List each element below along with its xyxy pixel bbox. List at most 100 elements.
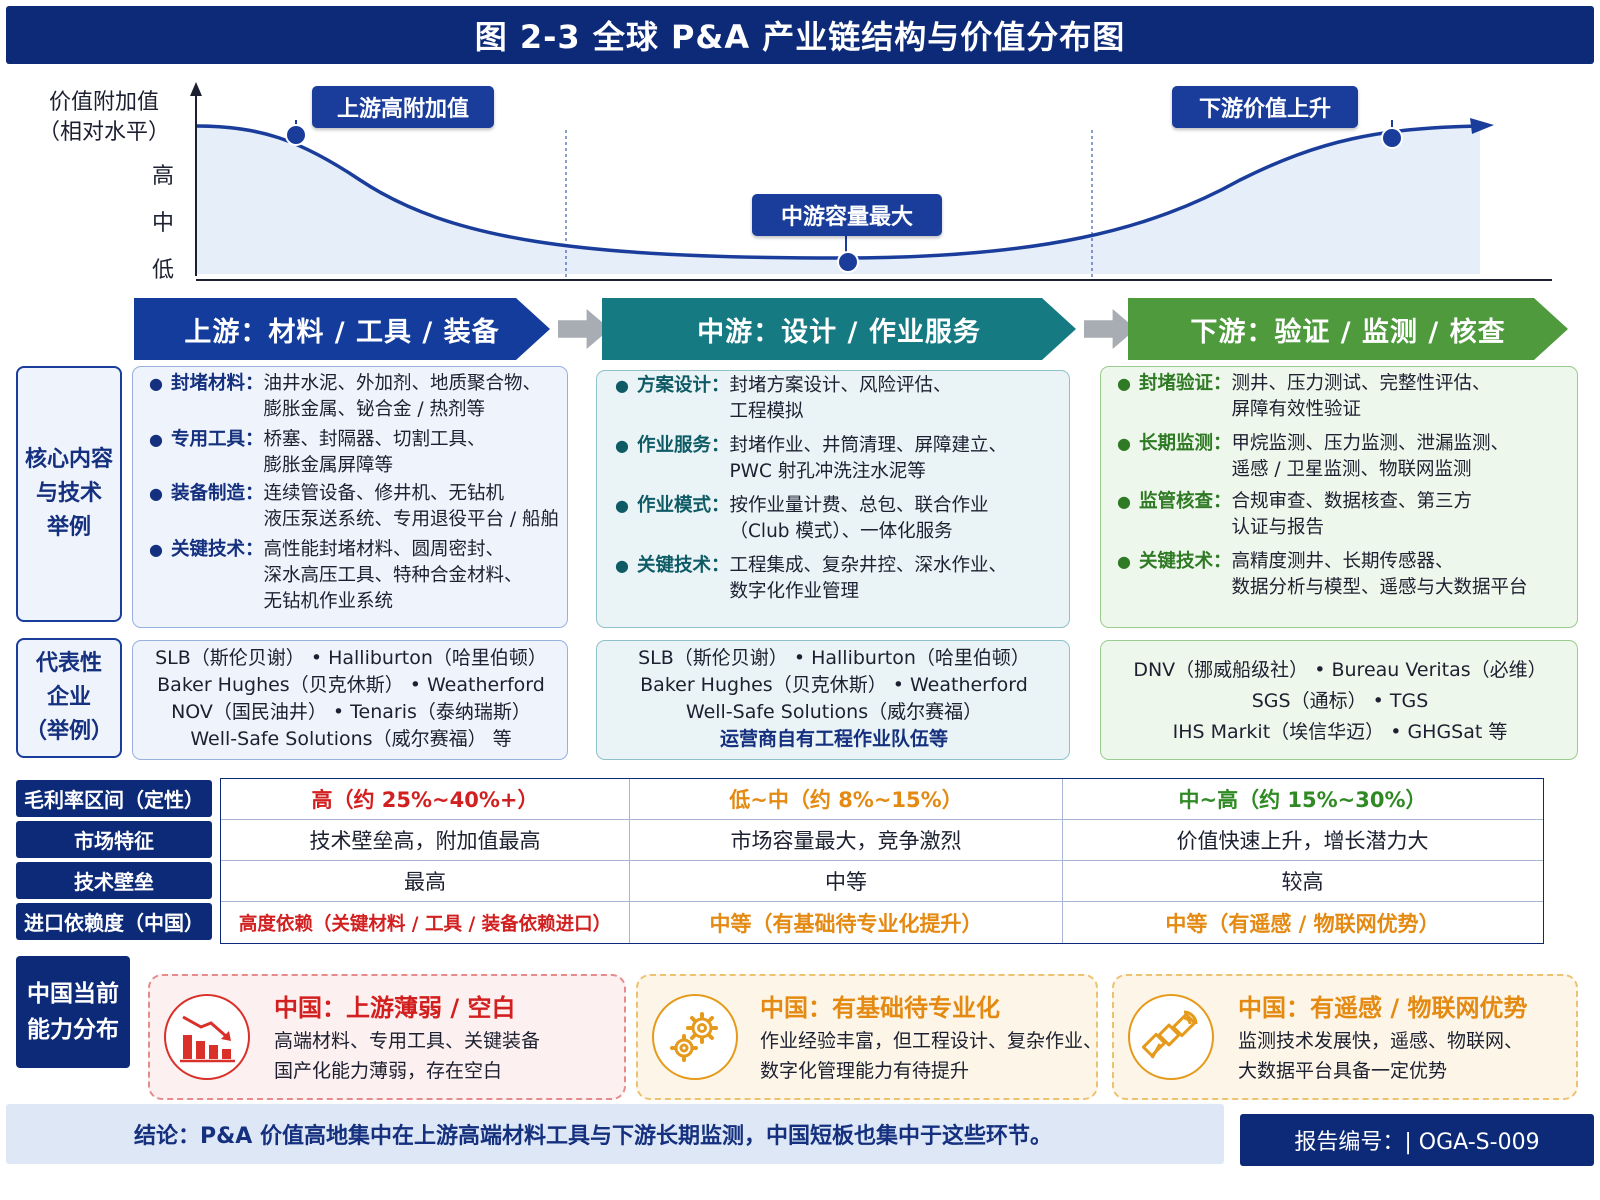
table-row: 技术壁垒高，附加值最高 市场容量最大，竞争激烈 价值快速上升，增长潜力大	[221, 820, 1543, 861]
point-downstream	[1381, 127, 1403, 149]
bullet-desc: 封堵方案设计、风险评估、工程模拟	[729, 375, 952, 422]
capability-desc: 高端材料、专用工具、关键装备 国产化能力薄弱，存在空白	[274, 1030, 541, 1082]
company-line: Baker Hughes（贝克休斯） • Weatherford	[640, 674, 1028, 696]
bullet-desc: 工程集成、复杂井控、深水作业、数字化作业管理	[729, 555, 1008, 602]
content-bullet: ● 封堵材料：油井水泥、外加剂、地质聚合物、膨胀金属、铋合金 / 热剂等	[149, 371, 541, 423]
y-tick-mid: 中	[151, 211, 174, 236]
bullet-key: 作业服务：	[637, 435, 730, 456]
table-cell: 中等（有基础待专业化提升）	[630, 902, 1063, 943]
company-line: Well-Safe Solutions（威尔赛福）	[685, 701, 983, 723]
company-line: 运营商自有工程作业队伍等	[719, 728, 948, 750]
content-bullet: ●关键技术：高精度测井、长期传感器、数据分析与模型、遥感与大数据平台	[1117, 549, 1528, 601]
bullet-dot-icon: ●	[615, 556, 629, 575]
company-line: SGS（通标） • TGS	[1251, 690, 1429, 712]
bullet-key: 监管核查：	[1139, 491, 1232, 512]
capability-desc: 监测技术发展快，遥感、物联网、 大数据平台具备一定优势	[1238, 1030, 1524, 1082]
bullet-dot-icon: ●	[1117, 492, 1131, 511]
bullet-key: 长期监测：	[1139, 433, 1232, 454]
content-bullet: ● 专用工具：桥塞、封隔器、切割工具、膨胀金属屏障等	[149, 427, 486, 479]
table-label-market: 市场特征	[16, 821, 212, 858]
bullet-dot-icon: ●	[149, 430, 163, 449]
bullet-key: 关键技术：	[1139, 551, 1232, 572]
capability-title: 中国：有基础待专业化	[760, 994, 1000, 1022]
report-number: 报告编号：| OGA-S-009	[1240, 1114, 1594, 1166]
table-cell: 高度依赖（关键材料 / 工具 / 装备依赖进口）	[221, 902, 630, 943]
companies-box-upstream: SLB（斯伦贝谢） • Halliburton（哈里伯顿） Baker Hugh…	[132, 640, 568, 760]
value-curve-chart	[190, 82, 1552, 281]
bullet-dot-icon: ●	[615, 436, 629, 455]
point-midstream	[837, 251, 859, 273]
content-bullet: ● 方案设计：封堵方案设计、风险评估、工程模拟	[615, 373, 952, 425]
content-bullet: ●关键技术：高性能封堵材料、圆周密封、深水高压工具、特种合金材料、无钻机作业系统	[149, 537, 523, 615]
company-line: IHS Markit（埃信华迈） • GHGSat 等	[1172, 721, 1508, 743]
bullet-key: 装备制造：	[171, 483, 264, 504]
capability-card-downstream: 中国：有遥感 / 物联网优势 监测技术发展快，遥感、物联网、 大数据平台具备一定…	[1112, 974, 1578, 1100]
bullet-key: 方案设计：	[637, 375, 730, 396]
table-cell: 中等（有遥感 / 物联网优势）	[1165, 911, 1440, 936]
value-curve-area	[196, 126, 1480, 274]
content-bullet: ● 监管核查：合规审查、数据核查、第三方认证与报告	[1117, 489, 1472, 541]
table-cell: 市场容量最大，竞争激烈	[630, 820, 1063, 860]
bullet-desc: 合规审查、数据核查、第三方认证与报告	[1231, 491, 1473, 538]
content-bullet: ● 作业模式：按作业量计费、总包、联合作业（Club 模式）、一体化服务	[615, 493, 989, 545]
table-label-barrier: 技术壁垒	[16, 862, 212, 899]
stage-downstream: 下游：验证 / 监测 / 核查	[1128, 298, 1568, 360]
bullet-dot-icon: ●	[149, 374, 163, 393]
bullet-dot-icon: ●	[149, 540, 163, 559]
bullet-desc: 测井、压力测试、完整性评估、屏障有效性验证	[1231, 373, 1491, 420]
bullet-dot-icon: ●	[615, 376, 629, 395]
bullet-key: 封堵材料：	[171, 373, 264, 394]
table-label-import: 进口依赖度（中国）	[16, 903, 212, 940]
table-cell: 中等	[630, 861, 1063, 901]
y-axis-title: 价值附加值 （相对水平）	[37, 90, 170, 145]
content-bullet: ●封堵验证：测井、压力测试、完整性评估、屏障有效性验证	[1117, 371, 1491, 423]
bullet-dot-icon: ●	[1117, 552, 1131, 571]
row-label-content: 核心内容与技术举例	[16, 366, 122, 622]
y-axis-arrowhead	[190, 82, 202, 96]
table-label-margin: 毛利率区间（定性）	[16, 780, 212, 817]
curve-arrowhead	[1470, 118, 1494, 134]
stage-midstream: 中游：设计 / 作业服务	[602, 298, 1076, 360]
bullet-key: 专用工具：	[171, 429, 264, 450]
content-box-downstream: ●封堵验证：测井、压力测试、完整性评估、屏障有效性验证●长期监测：甲烷监测、压力…	[1100, 366, 1578, 628]
companies-box-downstream: DNV（挪威船级社） • Bureau Veritas（必维） SGS（通标） …	[1100, 640, 1578, 760]
table-row: 高度依赖（关键材料 / 工具 / 装备依赖进口） 中等（有基础待专业化提升） 中…	[221, 902, 1543, 943]
company-line: DNV（挪威船级社） • Bureau Veritas（必维）	[1133, 659, 1547, 681]
declining-bar-chart-icon	[164, 994, 250, 1080]
stage-upstream: 上游：材料 / 工具 / 装备	[134, 298, 550, 360]
bullet-desc: 封堵作业、井筒清理、屏障建立、PWC 射孔冲洗注水泥等	[729, 435, 1008, 482]
bullet-key: 关键技术：	[637, 555, 730, 576]
bullet-key: 作业模式：	[637, 495, 730, 516]
table-cell: 技术壁垒高，附加值最高	[221, 820, 630, 860]
y-tick-low: 低	[151, 258, 174, 283]
gears-icon	[652, 994, 738, 1080]
content-bullet: ● 作业服务：封堵作业、井筒清理、屏障建立、PWC 射孔冲洗注水泥等	[615, 433, 1007, 485]
bullet-desc: 油井水泥、外加剂、地质聚合物、膨胀金属、铋合金 / 热剂等	[263, 373, 542, 420]
bullet-desc: 按作业量计费、总包、联合作业（Club 模式）、一体化服务	[729, 495, 989, 542]
bullet-dot-icon: ●	[149, 484, 163, 503]
comparison-table: 高（约 25%~40%+） 低~中（约 8%~15%） 中~高（约 15%~30…	[220, 778, 1544, 944]
content-box-midstream: ● 方案设计：封堵方案设计、风险评估、工程模拟 ● 作业服务：封堵作业、井筒清理、屏障…	[596, 370, 1070, 628]
table-cell: 中~高（约 15%~30%）	[1178, 788, 1427, 812]
capability-title: 中国：有遥感 / 物联网优势	[1238, 994, 1528, 1022]
bullet-desc: 桥塞、封隔器、切割工具、膨胀金属屏障等	[263, 429, 486, 476]
bullet-key: 关键技术：	[171, 539, 264, 560]
capability-title: 中国：上游薄弱 / 空白	[274, 994, 516, 1022]
china-capability-label: 中国当前能力分布	[16, 956, 130, 1068]
bullet-dot-icon: ●	[1117, 434, 1131, 453]
content-bullet: ●装备制造：连续管设备、修井机、无钻机液压泵送系统、专用退役平台 / 船舶	[149, 481, 559, 533]
callout-upstream: 上游高附加值	[312, 86, 494, 128]
bullet-desc: 甲烷监测、压力监测、泄漏监测、遥感 / 卫星监测、物联网监测	[1231, 433, 1510, 480]
table-row: 最高 中等 较高	[221, 861, 1543, 902]
content-bullet: ● 关键技术：工程集成、复杂井控、深水作业、数字化作业管理	[615, 553, 1007, 605]
satellite-icon	[1128, 994, 1214, 1080]
conclusion-banner: 结论：P&A 价值高地集中在上游高端材料工具与下游长期监测，中国短板也集中于这些…	[6, 1104, 1224, 1164]
table-row: 高（约 25%~40%+） 低~中（约 8%~15%） 中~高（约 15%~30…	[221, 779, 1543, 820]
bullet-key: 封堵验证：	[1139, 373, 1232, 394]
bullet-dot-icon: ●	[615, 496, 629, 515]
company-line: NOV（国民油井） • Tenaris（泰纳瑞斯）	[171, 701, 531, 723]
capability-card-midstream: 中国：有基础待专业化 作业经验丰富，但工程设计、复杂作业、 数字化管理能力有待提…	[636, 974, 1102, 1100]
y-tick-high: 高	[151, 164, 174, 189]
table-cell: 较高	[1281, 870, 1324, 894]
callout-downstream: 下游价值上升	[1172, 86, 1358, 128]
